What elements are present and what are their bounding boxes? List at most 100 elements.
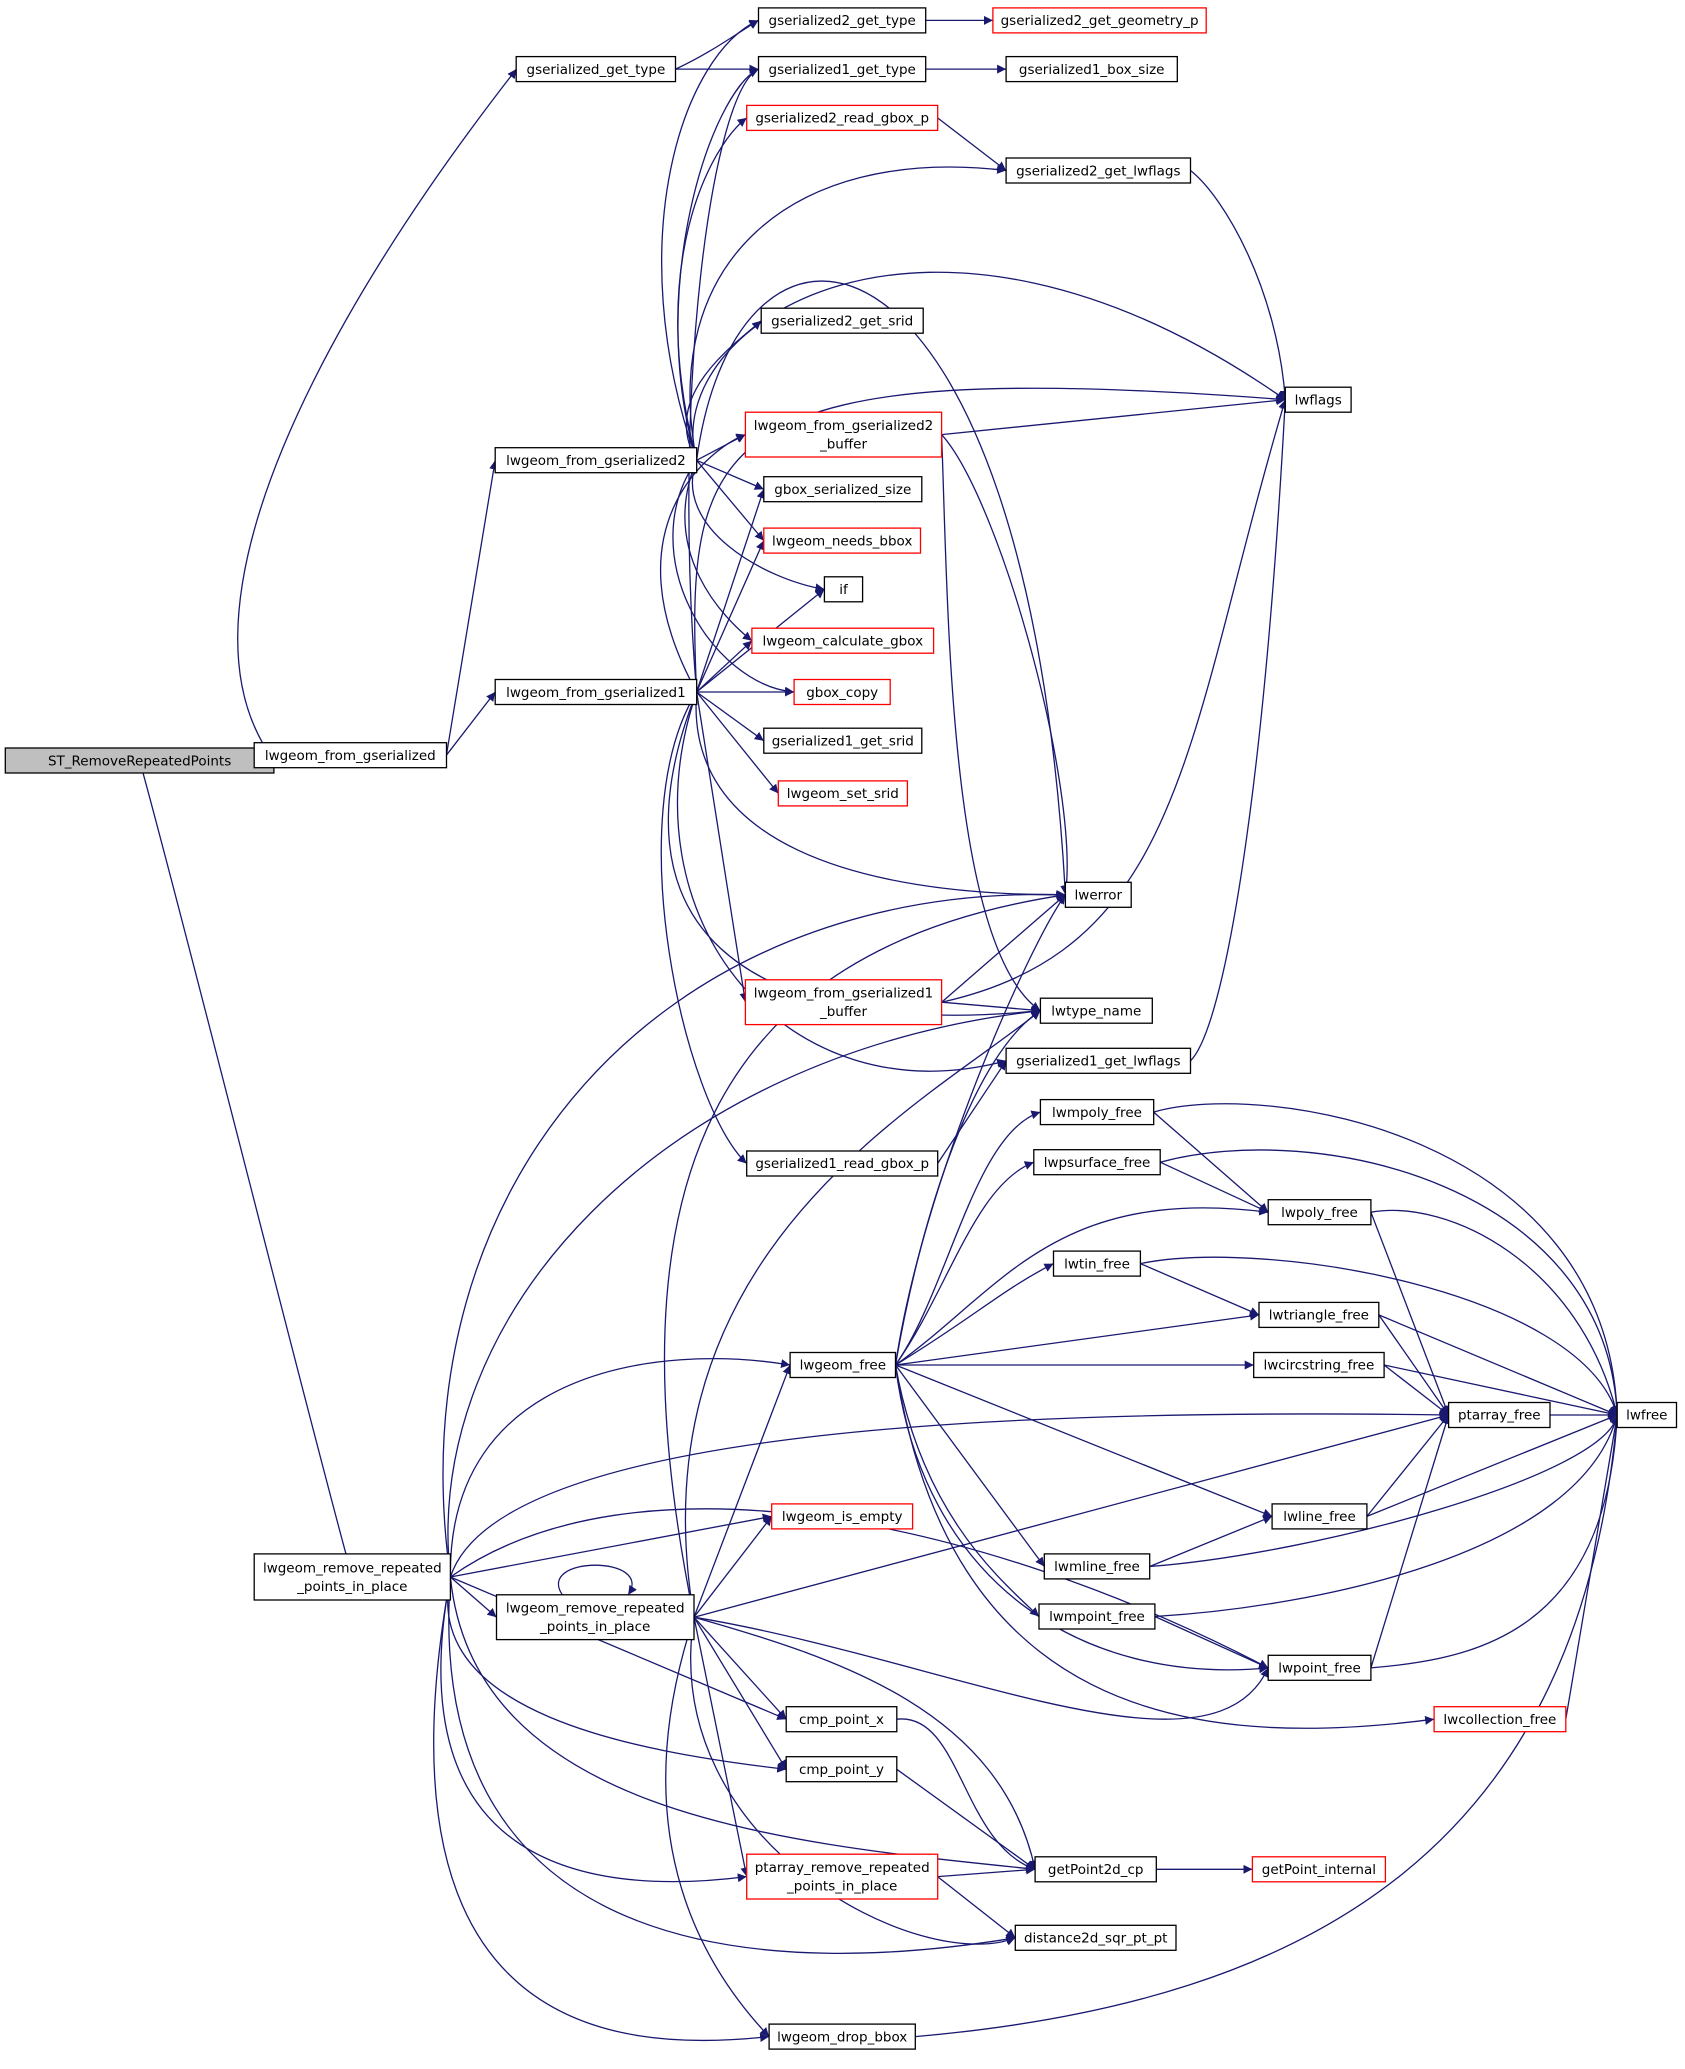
node-cmp-point-x[interactable]: cmp_point_x	[785, 1706, 898, 1733]
node-lwpoly-free[interactable]: lwpoly_free	[1267, 1199, 1372, 1226]
node-lwgeom-set-srid[interactable]: lwgeom_set_srid	[777, 780, 909, 807]
node-gbox-copy[interactable]: gbox_copy	[793, 678, 891, 706]
node-label: gbox_copy	[806, 685, 878, 701]
node-lwgeom-from-gserialized1[interactable]: lwgeom_from_gserialized1	[494, 678, 698, 706]
node-lwgeom-from-gserialized[interactable]: lwgeom_from_gserialized	[253, 742, 448, 769]
node-lwgeom-free[interactable]: lwgeom_free	[789, 1351, 897, 1379]
edge-lwgeom_remove_repeated_points_in_place-to-lwgeom_remove_repeated_points_in_place	[558, 1564, 637, 1596]
node-lwgeom-from-gserialized1-buffer[interactable]: lwgeom_from_gserialized1_buffer	[744, 979, 943, 1026]
edge-lwtin_free-to-lwfree	[1140, 1256, 1619, 1416]
node-gserialized2-get-lwflags[interactable]: gserialized2_get_lwflags	[1005, 157, 1192, 184]
node-ptarray-remove-repeated-points-in-place[interactable]: ptarray_remove_repeated_points_in_place	[746, 1853, 939, 1900]
edge-lwgeom_from_gserialized2-to-lwerror	[695, 280, 1070, 895]
node-gserialized-get-type[interactable]: gserialized_get_type	[515, 55, 677, 83]
node-cmp-point-y[interactable]: cmp_point_y	[785, 1756, 898, 1783]
node-box	[1433, 1706, 1567, 1733]
node-lwtin-free[interactable]: lwtin_free	[1052, 1250, 1142, 1277]
edge-lwgeom_from_gserialized2-to-lwgeom_calculate_gbox	[684, 460, 753, 642]
edge-lwgeom_remove_repeated_points_in_place_outer-to-lwtype_name	[447, 1007, 1041, 1578]
node-lwgeom-remove-repeated-points-in-place[interactable]: lwgeom_remove_repeated_points_in_place	[495, 1594, 695, 1641]
node-lwline-free[interactable]: lwline_free	[1271, 1503, 1368, 1530]
node-box	[771, 1503, 914, 1530]
node-gbox-serialized-size[interactable]: gbox_serialized_size	[763, 476, 923, 503]
node-lwflags[interactable]: lwflags	[1284, 386, 1352, 413]
edge-gserialized1_read_gbox_p-to-gserialized1_get_lwflags	[937, 1060, 1007, 1164]
node-gserialized2-read-gbox-p[interactable]: gserialized2_read_gbox_p	[746, 104, 939, 132]
node-box	[789, 1351, 897, 1379]
node-lwgeom-remove-repeated-points-in-place-outer[interactable]: lwgeom_remove_repeated_points_in_place	[253, 1553, 452, 1601]
node-gserialized1-get-type[interactable]: gserialized1_get_type	[757, 55, 927, 83]
node-box	[744, 979, 943, 1026]
node-getPoint2d-cp[interactable]: getPoint2d_cp	[1034, 1856, 1157, 1883]
node-label: lwpsurface_free	[1044, 1155, 1151, 1171]
node-lwpsurface-free[interactable]: lwpsurface_free	[1033, 1149, 1161, 1176]
node-lwmpoly-free[interactable]: lwmpoly_free	[1039, 1098, 1155, 1126]
node-distance2d-sqr-pt-pt[interactable]: distance2d_sqr_pt_pt	[1014, 1924, 1177, 1951]
edge-lwgeom_remove_repeated_points_in_place_outer-to-lwgeom_remove_repeated_points_in_place	[449, 1576, 497, 1618]
edge-lwgeom_remove_repeated_points_in_place_outer-to-lwgeom_free	[449, 1358, 791, 1578]
node-label: lwgeom_drop_bbox	[777, 2029, 907, 2045]
node-label: gbox_serialized_size	[774, 482, 911, 498]
node-box	[746, 104, 939, 132]
node-box	[1014, 1924, 1177, 1951]
node-lwcollection-free[interactable]: lwcollection_free	[1433, 1706, 1567, 1733]
edge-lwgeom_from_gserialized-to-lwgeom_from_gserialized2	[445, 460, 499, 756]
node-root[interactable]: ST_RemoveRepeatedPoints	[4, 747, 275, 774]
edge-lwpoint_free-to-lwfree	[1370, 1414, 1622, 1669]
node-gserialized1-read-gbox-p[interactable]: gserialized1_read_gbox_p	[746, 1150, 939, 1177]
node-gserialized2-get-geometry-p[interactable]: gserialized2_get_geometry_p	[992, 7, 1207, 34]
node-box	[1271, 1503, 1368, 1530]
node-label: gserialized_get_type	[527, 62, 666, 78]
edge-lwmpoly_free-to-lwpoly_free	[1153, 1111, 1269, 1213]
node-lwgeom-from-gserialized2-buffer[interactable]: lwgeom_from_gserialized2_buffer	[744, 411, 943, 458]
edge-gserialized2_get_lwflags-to-lwflags	[1190, 169, 1290, 400]
edge-lwgeom_from_gserialized1-to-lwerror	[695, 691, 1066, 900]
node-box	[1005, 1047, 1192, 1074]
node-lwgeom-from-gserialized2[interactable]: lwgeom_from_gserialized2	[494, 447, 698, 474]
node-label: lwgeom_from_gserialized1	[754, 986, 934, 1002]
node-lwcircstring-free[interactable]: lwcircstring_free	[1253, 1351, 1385, 1379]
edge-cmp_point_y-to-getPoint2d_cp	[896, 1768, 1036, 1870]
edge-lwline_free-to-ptarray_free	[1366, 1414, 1450, 1517]
edge-lwgeom_from_gserialized2_buffer-to-lwerror	[941, 434, 1072, 895]
edge-lwgeom_free-to-lwcollection_free	[894, 1364, 1435, 1729]
node-gserialized1-get-lwflags[interactable]: gserialized1_get_lwflags	[1005, 1047, 1192, 1074]
node-box	[1258, 1301, 1380, 1329]
node-lwmpoint-free[interactable]: lwmpoint_free	[1038, 1603, 1156, 1630]
node-label: lwgeom_remove_repeated	[506, 1601, 685, 1617]
node-lwgeom-drop-bbox[interactable]: lwgeom_drop_bbox	[768, 2023, 916, 2050]
node-box	[763, 527, 922, 554]
node-lwgeom-calculate-gbox[interactable]: lwgeom_calculate_gbox	[751, 627, 935, 654]
node-gserialized2-get-srid[interactable]: gserialized2_get_srid	[760, 307, 924, 334]
edge-lwgeom_from_gserialized1-to-lwgeom_from_gserialized2_buffer	[660, 433, 746, 693]
edge-lwcircstring_free-to-lwfree	[1383, 1364, 1618, 1418]
node-gserialized1-box-size[interactable]: gserialized1_box_size	[1005, 55, 1178, 83]
node-lwfree[interactable]: lwfree	[1616, 1401, 1678, 1429]
node-lwtype-name[interactable]: lwtype_name	[1039, 997, 1153, 1024]
node-label: lwflags	[1295, 392, 1342, 408]
node-lwgeom-needs-bbox[interactable]: lwgeom_needs_bbox	[763, 527, 922, 554]
node-lwmline-free[interactable]: lwmline_free	[1043, 1553, 1151, 1580]
edge-lwtriangle_free-to-lwfree	[1378, 1314, 1618, 1416]
node-if[interactable]: if	[823, 576, 864, 603]
node-lwpoint-free[interactable]: lwpoint_free	[1267, 1654, 1372, 1681]
node-gserialized2-get-type[interactable]: gserialized2_get_type	[757, 7, 927, 34]
node-box	[1447, 1401, 1551, 1429]
edge-cmp_point_x-to-getPoint2d_cp	[896, 1718, 1036, 1871]
edge-lwgeom_remove_repeated_points_in_place_outer-to-lwpoint_free	[450, 1508, 1269, 1669]
edge-lwgeom_remove_repeated_points_in_place-to-getPoint2d_cp	[693, 1616, 1038, 1870]
node-box	[793, 678, 891, 706]
node-lwerror[interactable]: lwerror	[1064, 881, 1132, 908]
edge-lwgeom_from_gserialized2_buffer-to-lwflags	[941, 396, 1286, 436]
node-lwtriangle-free[interactable]: lwtriangle_free	[1258, 1301, 1380, 1329]
node-ptarray-free[interactable]: ptarray_free	[1447, 1401, 1551, 1429]
node-label: gserialized1_get_srid	[772, 734, 914, 750]
edge-lwgeom_remove_repeated_points_in_place_outer-to-lwgeom_is_empty	[450, 1513, 772, 1578]
node-getPoint-internal[interactable]: getPoint_internal	[1251, 1856, 1387, 1883]
node-label: lwtin_free	[1064, 1256, 1130, 1272]
node-lwgeom-is-empty[interactable]: lwgeom_is_empty	[771, 1503, 914, 1530]
node-box	[1284, 386, 1352, 413]
edge-lwgeom_from_gserialized2_buffer-to-lwtype_name	[940, 434, 1041, 1012]
node-gserialized1-get-srid[interactable]: gserialized1_get_srid	[763, 727, 923, 754]
